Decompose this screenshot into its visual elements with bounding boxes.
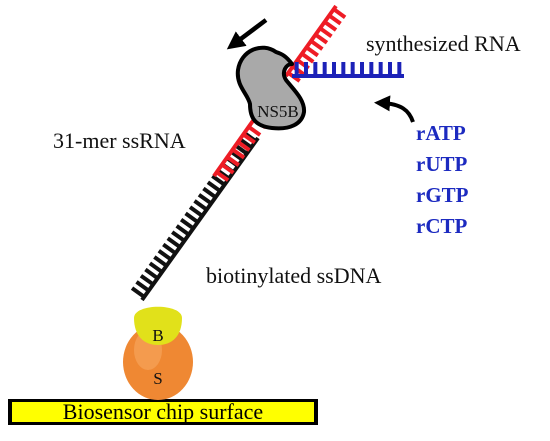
template-rna-base [328, 13, 342, 26]
dna-base [188, 205, 204, 218]
dna-base [197, 193, 213, 206]
dna-base [144, 267, 159, 280]
enzyme-label: NS5B [257, 102, 299, 121]
dna-base [184, 211, 199, 224]
dna-base [153, 255, 168, 268]
synthesized-rna-strand [292, 62, 404, 78]
dna-base [148, 261, 164, 274]
nucleotide-item: rUTP [416, 152, 467, 176]
template-rna-base [242, 132, 256, 145]
dna-label: biotinylated ssDNA [206, 263, 381, 288]
dna-base [139, 274, 155, 287]
dna-base [179, 217, 195, 230]
template-rna-base [332, 7, 347, 19]
dna-base [193, 199, 208, 212]
dna-base [157, 249, 173, 262]
nucleotide-item: rGTP [416, 183, 469, 207]
template-rna-base [305, 45, 320, 58]
template-rna-base [226, 155, 240, 167]
template-rna-label: 31-mer ssRNA [53, 128, 186, 153]
dna-base [171, 230, 186, 243]
template-rna-base [314, 33, 329, 45]
dna-base [130, 286, 146, 299]
nucleotide-list: rATP rUTP rGTP rCTP [416, 121, 469, 238]
chip-label: Biosensor chip surface [63, 399, 263, 424]
nucleotide-item: rATP [416, 121, 466, 145]
chip-fill [12, 402, 314, 422]
chip-surface: Biosensor chip surface [8, 399, 318, 425]
dna-base [211, 174, 226, 187]
dna-base [162, 242, 177, 255]
streptavidin-label: S [153, 369, 162, 388]
template-rna-base [323, 20, 338, 32]
dna-base [175, 224, 191, 237]
biotin: B [134, 306, 182, 345]
template-rna-base [247, 125, 262, 137]
template-rna-base [236, 140, 251, 152]
biotin-label: B [152, 326, 163, 345]
dna-base [206, 180, 222, 193]
dna-base [166, 236, 182, 249]
template-rna-base [220, 163, 235, 175]
template-rna-base [300, 52, 315, 64]
dna-base [135, 280, 150, 293]
curved-arrow-icon [374, 95, 415, 123]
synthesized-rna-label: synthesized RNA [366, 31, 521, 56]
ns5b-enzyme: NS5B [235, 45, 307, 131]
template-rna-base [318, 26, 333, 39]
nucleotide-item: rCTP [416, 214, 467, 238]
template-rna-base [231, 147, 246, 160]
dna-base [202, 186, 217, 199]
template-rna-base [215, 170, 230, 182]
arrow-down-left-icon [226, 18, 268, 50]
template-rna-base [309, 39, 324, 51]
